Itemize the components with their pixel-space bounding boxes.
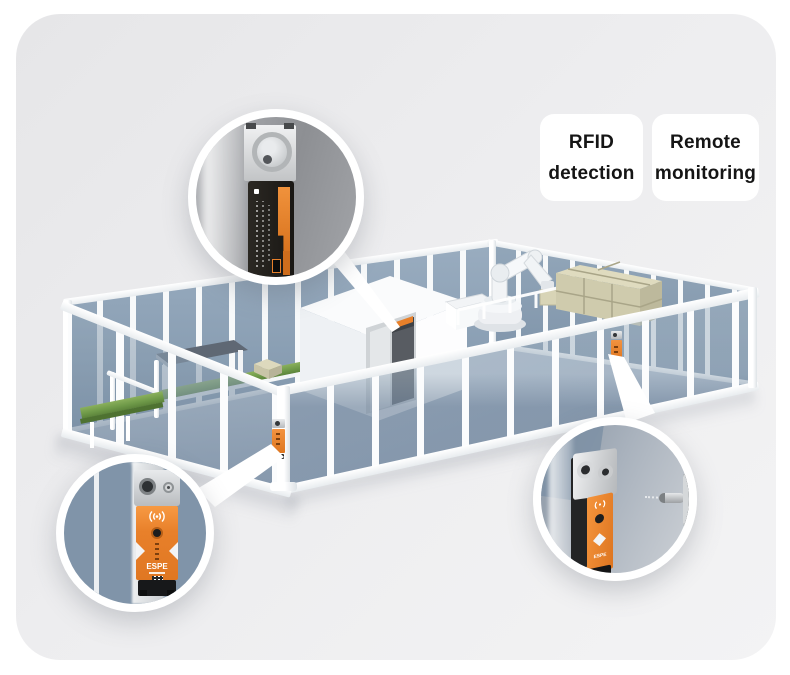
actuator-edge [683, 473, 689, 527]
label-text-col-3 [268, 205, 270, 261]
label-text-col-1 [256, 201, 258, 267]
fence-corner-post-west [63, 300, 72, 435]
device-body: ESPE [136, 506, 178, 587]
rfid-lens [139, 478, 156, 495]
actuator-block [683, 473, 689, 527]
badge-line: RFID [568, 131, 615, 153]
dial-notch [263, 155, 272, 164]
label-logo [254, 189, 259, 194]
port-2 [598, 463, 613, 481]
label-text-col-2 [262, 201, 264, 267]
brand-label: ESPE [593, 551, 607, 560]
pointer-bottom-right [608, 354, 655, 423]
interlock-marks [276, 433, 280, 445]
device-head-tab-right [284, 123, 294, 129]
callout-gate-interlock: ESPE [56, 454, 214, 612]
release-slot [272, 259, 281, 273]
callout-interlock-actuator: ESPE [533, 417, 697, 581]
diamond-left [136, 542, 145, 560]
port-center [167, 486, 170, 489]
pointer-bottom-left [197, 444, 284, 507]
conveyor-leg-2 [126, 416, 130, 441]
callout-door-interlock [188, 109, 364, 285]
interlock-three-quarter: ESPE [571, 447, 631, 573]
fence-corner-post-south-base [270, 482, 297, 491]
device-head-tab-left [246, 123, 256, 129]
pointer-top [329, 247, 400, 332]
lock-dial [252, 132, 292, 172]
badge-line: Remote [670, 131, 741, 153]
push-button [151, 527, 163, 539]
blurred-post-band [202, 117, 246, 277]
interlock-marks [614, 343, 618, 353]
device-head [134, 470, 180, 506]
badge-remote-monitoring: Remote monitoring [652, 114, 759, 201]
badge-line: detection [548, 162, 635, 184]
orange-stripe-tail [283, 251, 290, 275]
push-button [595, 513, 604, 525]
rfid-wave-icon [149, 511, 165, 522]
led-marks [155, 543, 159, 560]
port-1 [577, 460, 594, 480]
device-body: ESPE [587, 492, 613, 573]
carton-on-conveyor [254, 359, 282, 379]
interlock-lens [275, 421, 280, 426]
panel-seam [94, 462, 99, 604]
foot-right [167, 590, 174, 596]
brand-label: ESPE [146, 562, 168, 571]
badge-line: monitoring [654, 162, 757, 184]
lock-port [163, 482, 174, 493]
pin-collar [659, 493, 665, 503]
diamond [593, 532, 606, 548]
orange-stripe [278, 187, 290, 251]
diamond-right [169, 542, 178, 560]
badge-rfid-detection: RFID detection [540, 114, 643, 201]
brand-subline [149, 572, 165, 574]
foot-left [140, 590, 147, 596]
device-base [138, 580, 176, 596]
gate-device: ESPE [134, 470, 180, 602]
blurred-post-band [549, 425, 573, 573]
conveyor-leg-1 [90, 422, 94, 448]
actuator-pin [659, 493, 685, 503]
interlock-lens [613, 333, 617, 337]
device-label-body [248, 181, 294, 277]
fence-corner-post-east [748, 287, 757, 388]
rfid-wave-icon [594, 499, 606, 510]
